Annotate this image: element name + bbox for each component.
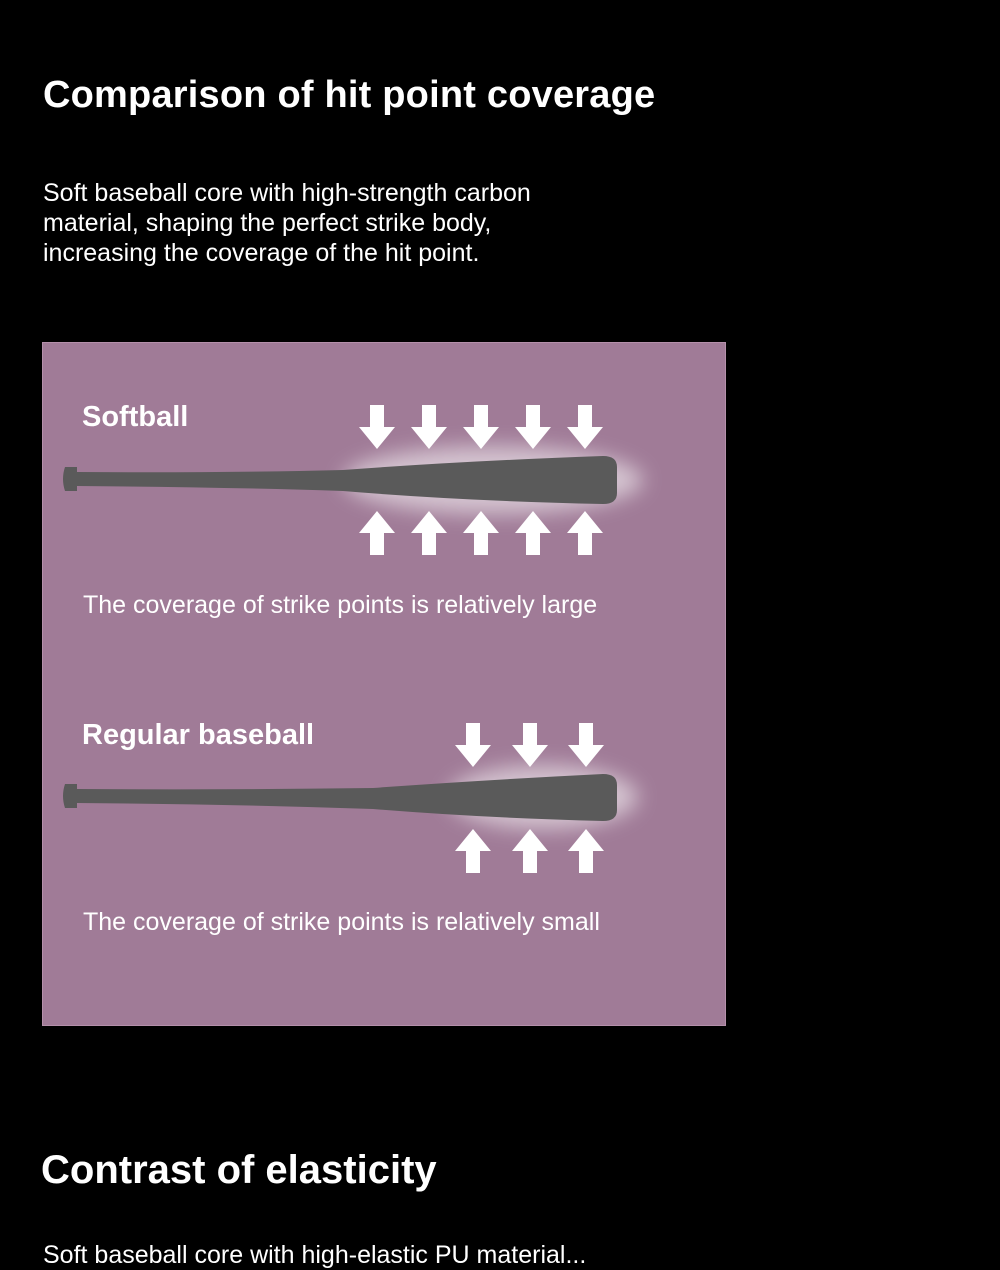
arrow-down-icon <box>515 405 551 449</box>
regular-baseball-label: Regular baseball <box>82 719 315 751</box>
softball-bat-group <box>63 405 643 555</box>
arrow-up-icon <box>455 829 491 873</box>
regular-baseball-caption: The coverage of strike points is relativ… <box>83 908 600 936</box>
arrow-down-icon <box>411 405 447 449</box>
softball-bottom-arrows <box>359 511 603 555</box>
section-title-elasticity: Contrast of elasticity <box>41 1148 437 1192</box>
section-description-elasticity: Soft baseball core with high-elastic PU … <box>43 1241 587 1269</box>
comparison-illustration <box>63 405 643 873</box>
arrow-down-icon <box>359 405 395 449</box>
comparison-panel: Softball The coverage of strike points i… <box>42 342 726 1026</box>
arrow-down-icon <box>455 723 491 767</box>
arrow-down-icon <box>567 405 603 449</box>
arrow-up-icon <box>568 829 604 873</box>
arrow-down-icon <box>568 723 604 767</box>
arrow-up-icon <box>411 511 447 555</box>
regular-top-arrows <box>455 723 604 767</box>
regular-bat-icon <box>63 774 617 821</box>
softball-bat-icon <box>63 456 617 504</box>
arrow-down-icon <box>463 405 499 449</box>
arrow-up-icon <box>512 829 548 873</box>
softball-top-arrows <box>359 405 603 449</box>
arrow-down-icon <box>512 723 548 767</box>
regular-bottom-arrows <box>455 829 604 873</box>
softball-label: Softball <box>82 401 189 433</box>
arrow-up-icon <box>567 511 603 555</box>
arrow-up-icon <box>359 511 395 555</box>
arrow-up-icon <box>463 511 499 555</box>
section-description-hit-point: Soft baseball core with high-strength ca… <box>43 179 531 267</box>
regular-bat-group <box>63 723 638 873</box>
arrow-up-icon <box>515 511 551 555</box>
softball-caption: The coverage of strike points is relativ… <box>83 591 598 619</box>
section-title-hit-point-coverage: Comparison of hit point coverage <box>43 74 656 116</box>
